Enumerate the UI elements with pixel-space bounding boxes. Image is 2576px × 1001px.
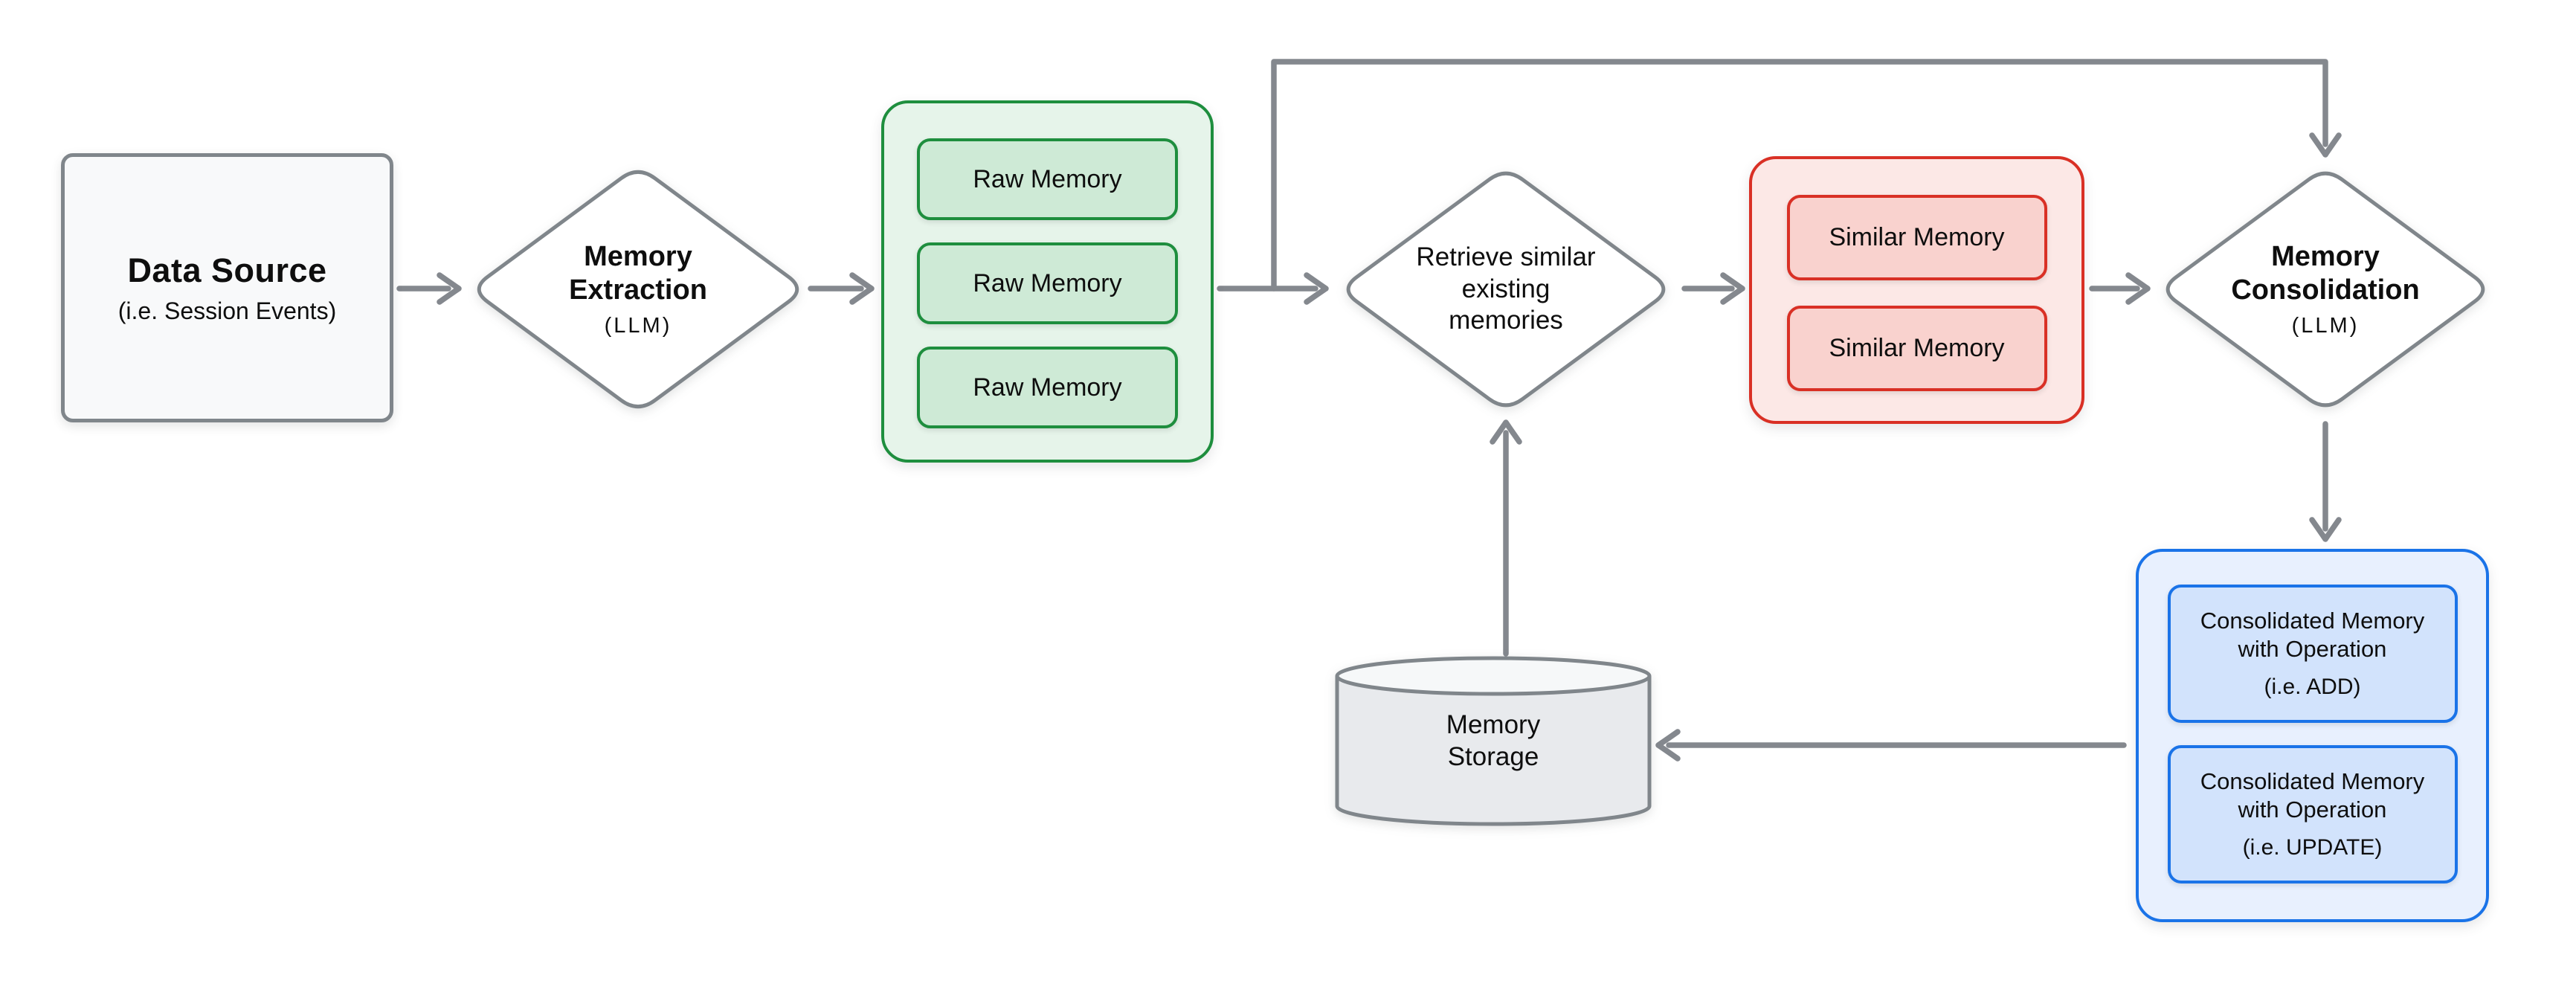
- arrow-raw-memories-to-consolidation-bypass: [1271, 59, 2342, 292]
- arrow-retrieve-to-similar-memories: [1681, 272, 1745, 305]
- consolidated-memory-item: Consolidated Memory with Operation (i.e.…: [2167, 585, 2458, 723]
- raw-memory-item: Raw Memory: [917, 242, 1178, 324]
- similar-memory-item: Similar Memory: [1786, 195, 2047, 280]
- consolidated-memory-line2: with Operation: [2238, 796, 2387, 823]
- raw-memory-label: Raw Memory: [973, 268, 1122, 297]
- arrow-data-source-to-extraction: [396, 272, 462, 305]
- consolidated-memory-item: Consolidated Memory with Operation (i.e.…: [2167, 745, 2458, 883]
- similar-memory-label: Similar Memory: [1829, 334, 2005, 362]
- consolidated-memory-line1: Consolidated Memory: [2200, 607, 2425, 634]
- consolidated-memory-line1: Consolidated Memory: [2200, 767, 2425, 794]
- arrow-similar-memories-to-consolidation: [2089, 272, 2151, 305]
- arrow-extraction-to-raw-memories: [808, 272, 875, 305]
- arrow-consolidation-to-consolidated-memories: [2309, 421, 2342, 542]
- similar-memory-label: Similar Memory: [1829, 223, 2005, 251]
- similar-memories-container: Similar Memory Similar Memory: [1749, 156, 2084, 424]
- raw-memory-label: Raw Memory: [973, 373, 1122, 402]
- memory-extraction-diamond: [477, 170, 799, 409]
- cylinder-top: [1335, 656, 1652, 696]
- arrow-consolidated-memories-to-storage: [1655, 729, 2127, 762]
- memory-consolidation-diamond: [2166, 171, 2485, 408]
- consolidated-memory-line2: with Operation: [2238, 635, 2387, 662]
- cylinder-body: [1335, 676, 1652, 826]
- memory-storage-cylinder: [1335, 656, 1652, 826]
- raw-memory-label: Raw Memory: [973, 164, 1122, 193]
- consolidated-memory-operation: (i.e. UPDATE): [2242, 834, 2383, 860]
- arrow-raw-memories-to-retrieve: [1217, 272, 1329, 305]
- arrow-storage-to-retrieve: [1490, 419, 1522, 657]
- consolidated-memory-operation: (i.e. ADD): [2264, 674, 2361, 699]
- raw-memory-item: Raw Memory: [917, 138, 1178, 220]
- data-source-title: Data Source: [127, 251, 327, 289]
- consolidated-memories-container: Consolidated Memory with Operation (i.e.…: [2136, 549, 2489, 922]
- retrieve-memories-diamond: [1346, 171, 1666, 408]
- raw-memories-container: Raw Memory Raw Memory Raw Memory: [881, 100, 1214, 463]
- data-source-node: Data Source (i.e. Session Events): [61, 153, 393, 422]
- similar-memory-item: Similar Memory: [1786, 306, 2047, 391]
- data-source-subtitle: (i.e. Session Events): [117, 297, 337, 324]
- raw-memory-item: Raw Memory: [917, 347, 1178, 428]
